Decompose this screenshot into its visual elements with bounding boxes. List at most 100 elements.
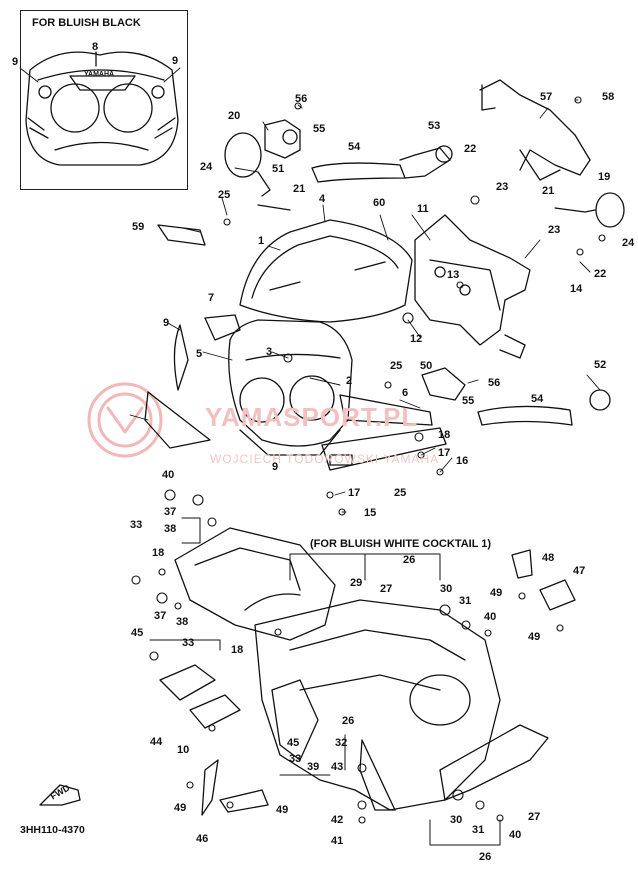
callout-label: 33 — [130, 519, 143, 531]
callout-label: 38 — [176, 616, 189, 628]
callout-label: 45 — [287, 737, 300, 749]
side-cover-6 — [321, 394, 447, 471]
callout-label: 43 — [331, 761, 344, 773]
callout-label: 14 — [570, 283, 583, 295]
callout-label: 31 — [459, 595, 472, 607]
fasteners — [131, 96, 606, 824]
watermark-subtext: WOJCIECH TODOROWSKI YAMAHA — [210, 452, 440, 466]
callout-label: 56 — [488, 377, 501, 389]
callout-label: 24 — [200, 161, 213, 173]
callout-label: 17 — [438, 447, 451, 459]
under-cowl — [439, 724, 549, 801]
lower-fairing-center — [254, 599, 501, 811]
callout-label: 30 — [450, 814, 463, 826]
callout-label: 25 — [390, 360, 403, 372]
callout-label: 4 — [319, 193, 326, 205]
callout-label: 39 — [307, 761, 320, 773]
inset-logo: YAMAHA — [84, 71, 115, 78]
callout-label: 24 — [622, 237, 635, 249]
callout-label: 37 — [164, 506, 177, 518]
callout-label: 5 — [196, 348, 203, 360]
callout-label: 18 — [438, 429, 451, 441]
callout-label: 46 — [196, 833, 209, 845]
callout-label: 45 — [131, 627, 144, 639]
group-lines — [149, 517, 501, 846]
callout-label: 23 — [548, 224, 561, 236]
callout-label: 20 — [228, 110, 241, 122]
upper-cowling — [228, 319, 353, 456]
stay-57 — [479, 79, 591, 181]
callout-label: 12 — [410, 333, 423, 345]
callout-label: 1 — [258, 235, 265, 247]
leader-lines — [19, 54, 601, 513]
callout-label: 26 — [403, 554, 416, 566]
callout-label: 33 — [289, 753, 302, 765]
callout-label: 33 — [182, 637, 195, 649]
inset-front-cowl — [25, 51, 179, 166]
inset-frame — [20, 10, 188, 190]
callout-label: 2 — [346, 375, 353, 387]
callout-label: 59 — [132, 221, 145, 233]
stay-44 — [159, 664, 241, 729]
stay-48 — [511, 549, 533, 579]
stay-11 — [414, 214, 531, 359]
mirror-20 — [224, 132, 291, 211]
variant-note: (FOR BLUISH WHITE COCKTAIL 1) — [310, 538, 492, 550]
watermark-text: YAMASPORT.PL — [205, 402, 419, 432]
callout-label: 21 — [293, 183, 306, 195]
callout-label: 25 — [394, 487, 407, 499]
callout-label: 54 — [531, 393, 544, 405]
callout-label: 38 — [164, 523, 177, 535]
stay-47 — [539, 579, 576, 611]
callout-label: 6 — [402, 387, 409, 399]
callout-label: 18 — [152, 547, 165, 559]
windshield — [239, 219, 413, 323]
callout-label: 23 — [496, 181, 509, 193]
air-duct-right — [421, 367, 611, 426]
callout-label: 55 — [462, 395, 475, 407]
callout-label: 49 — [490, 587, 503, 599]
callout-label: 42 — [331, 814, 344, 826]
callout-label: 41 — [331, 835, 344, 847]
callout-label: 55 — [313, 123, 326, 135]
callout-label: 56 — [295, 93, 308, 105]
lower-fairing-left — [174, 527, 336, 641]
callout-label: 52 — [594, 359, 607, 371]
callout-label: 54 — [348, 141, 361, 153]
callout-label: 40 — [484, 611, 497, 623]
callout-label: 21 — [542, 185, 555, 197]
callout-label: 26 — [342, 715, 355, 727]
callout-label: 16 — [456, 455, 469, 467]
air-duct-54 — [311, 145, 453, 183]
callout-label: 3 — [266, 346, 273, 358]
callout-label: 49 — [528, 631, 541, 643]
callout-label: 57 — [540, 91, 553, 103]
bracket-51 — [264, 119, 301, 159]
callout-label: 29 — [350, 577, 363, 589]
callout-label: 27 — [380, 583, 393, 595]
callout-label: 26 — [479, 851, 492, 863]
callout-label: 10 — [177, 744, 190, 756]
callout-label: 13 — [447, 269, 460, 281]
callout-label: 11 — [417, 203, 429, 215]
callout-label: 19 — [598, 171, 611, 183]
stay-46 — [201, 759, 269, 816]
callout-label: 44 — [150, 736, 163, 748]
mirror-19 — [554, 192, 625, 228]
callout-label: 37 — [154, 610, 167, 622]
callout-label: 9 — [172, 55, 179, 67]
callout-label: 15 — [364, 507, 377, 519]
callout-label: 9 — [12, 56, 19, 68]
callout-label: 22 — [594, 268, 607, 280]
callout-label: 27 — [528, 811, 541, 823]
callout-label: 22 — [464, 143, 477, 155]
callout-label: 51 — [272, 163, 285, 175]
callout-label: 50 — [420, 360, 433, 372]
callout-label: 17 — [348, 487, 361, 499]
callout-label: 49 — [276, 804, 289, 816]
callout-label: 49 — [174, 802, 187, 814]
side-panels-upper — [144, 224, 241, 449]
callout-label: 30 — [440, 583, 453, 595]
callout-label: 32 — [335, 737, 348, 749]
